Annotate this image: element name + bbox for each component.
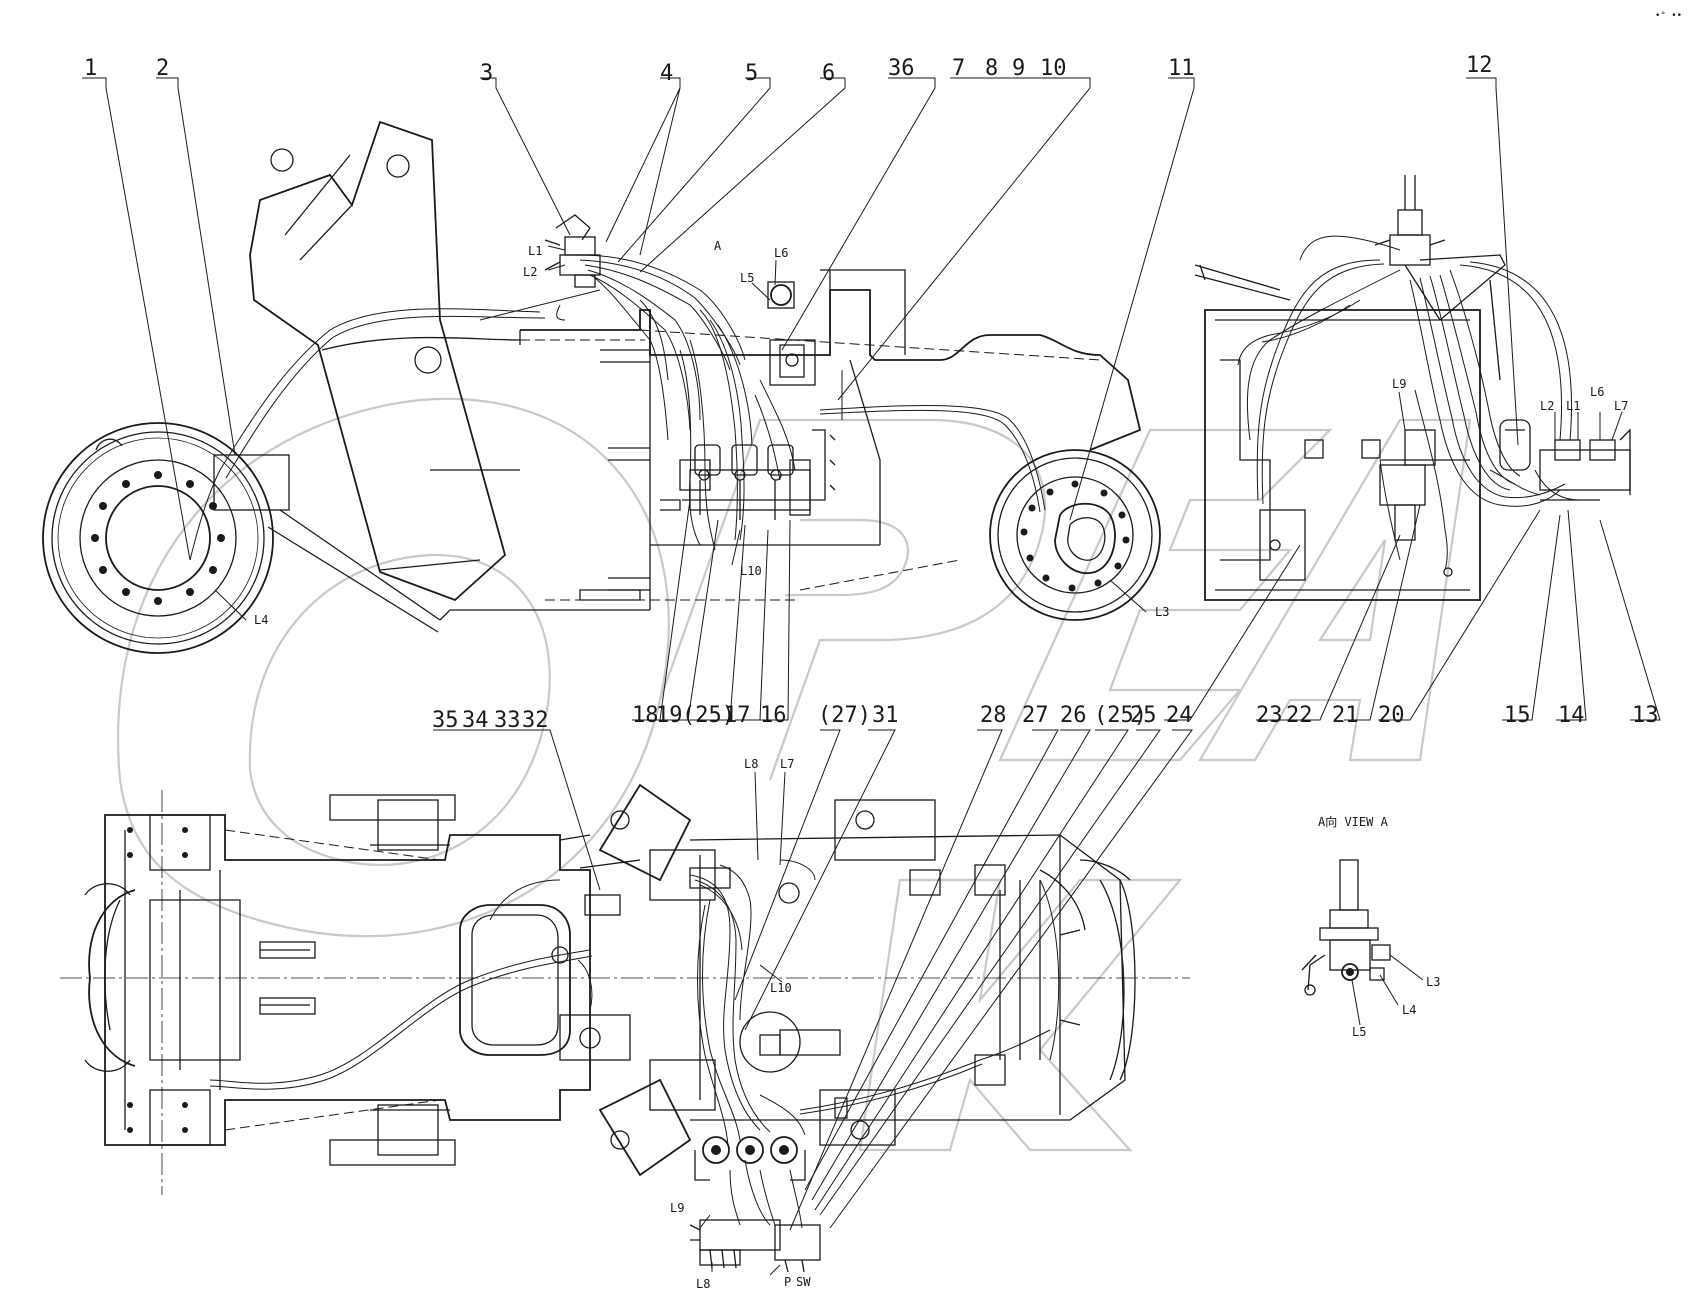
label-L9-plan: L9 (670, 1201, 684, 1215)
part-25-paren-b: (25) (1094, 703, 1147, 728)
part-9: 9 (1012, 56, 1025, 81)
part-26: 26 (1060, 703, 1087, 728)
part-20: 20 (1378, 703, 1405, 728)
label-L4-view-a: L4 (1402, 1003, 1416, 1017)
leader-lines (82, 77, 1661, 1276)
part-7: 7 (952, 56, 965, 81)
accumulator-group-plan (689, 1136, 821, 1273)
part-33: 33 (494, 708, 521, 733)
part-36: 36 (888, 56, 915, 81)
label-L9-front: L9 (1392, 377, 1406, 391)
label-L10-side: L10 (740, 564, 762, 578)
part-12: 12 (1466, 53, 1493, 78)
watermark-logo (117, 397, 1472, 1152)
part-number-labels: 1 2 3 4 5 6 36 7 8 9 10 11 12 13 14 15 2… (84, 53, 1659, 733)
part-13: 13 (1632, 703, 1659, 728)
label-L3-view-a: L3 (1426, 975, 1440, 989)
label-L7-plan: L7 (780, 757, 794, 771)
front-view-frame (1194, 175, 1631, 601)
label-L8-plan: L8 (744, 757, 758, 771)
part-2: 2 (156, 56, 169, 81)
label-L5-side: L5 (740, 271, 754, 285)
part-15: 15 (1504, 703, 1531, 728)
plan-view-machine (60, 783, 1190, 1273)
label-L6-side: L6 (774, 246, 788, 260)
part-17: 17 (724, 703, 751, 728)
part-24: 24 (1166, 703, 1193, 728)
label-L5-view-a: L5 (1352, 1025, 1366, 1039)
corner-mark: •° •• (1655, 11, 1682, 21)
part-19: 19 (656, 703, 683, 728)
part-4: 4 (660, 61, 673, 86)
label-L6-front: L6 (1590, 385, 1604, 399)
hoses-side-view (189, 254, 1046, 561)
accumulator-group-side (660, 429, 836, 520)
part-32: 32 (522, 708, 549, 733)
part-22: 22 (1286, 703, 1313, 728)
part-34: 34 (462, 708, 489, 733)
part-5: 5 (745, 61, 758, 86)
part-10: 10 (1040, 56, 1067, 81)
part-1: 1 (84, 56, 97, 81)
part-14: 14 (1558, 703, 1585, 728)
part-28: 28 (980, 703, 1007, 728)
part-27-paren: (27) (818, 703, 871, 728)
label-L10-plan: L10 (770, 981, 792, 995)
label-L1-side: L1 (528, 244, 542, 258)
part-35: 35 (432, 708, 459, 733)
label-L2-side: L2 (523, 265, 537, 279)
label-L2-front: L2 (1540, 399, 1554, 413)
part-21: 21 (1332, 703, 1359, 728)
part-25-paren-a: (25) (682, 703, 735, 728)
label-L8-plan-bottom: L8 (696, 1277, 710, 1291)
part-25: 25 (1130, 703, 1157, 728)
part-11: 11 (1168, 56, 1195, 81)
part-16: 16 (760, 703, 787, 728)
hoses-plan-view (209, 859, 1060, 1229)
view-a-marker: A (714, 239, 722, 253)
label-L4-side: L4 (254, 613, 268, 627)
view-a-title: A向 VIEW A (1318, 814, 1389, 829)
part-23: 23 (1256, 703, 1283, 728)
part-8: 8 (985, 56, 998, 81)
lift-arm (249, 120, 507, 602)
label-L1-front: L1 (1566, 399, 1580, 413)
part-31: 31 (872, 703, 899, 728)
rear-frame-plan (104, 814, 591, 1146)
part-27: 27 (1022, 703, 1049, 728)
rear-wheel-outer (42, 422, 274, 654)
part-3: 3 (480, 61, 493, 86)
rear-wheel-bolts (91, 471, 225, 605)
label-P-port: P (784, 1275, 791, 1289)
label-L7-front: L7 (1614, 399, 1628, 413)
hose-line-labels: L1 L2 L6 L5 A L10 L4 L3 L9 L2 L1 L6 L7 L… (254, 239, 1628, 1291)
side-view-machine (42, 120, 1161, 654)
view-a-detail (1301, 859, 1391, 996)
front-wheel-bolts (1020, 480, 1130, 592)
front-wheel-outer (989, 449, 1161, 621)
hoses-front-view (1237, 235, 1581, 577)
part-18: 18 (632, 703, 659, 728)
part-6: 6 (822, 61, 835, 86)
label-L3-side: L3 (1155, 605, 1169, 619)
label-SW-port: SW (796, 1275, 811, 1289)
